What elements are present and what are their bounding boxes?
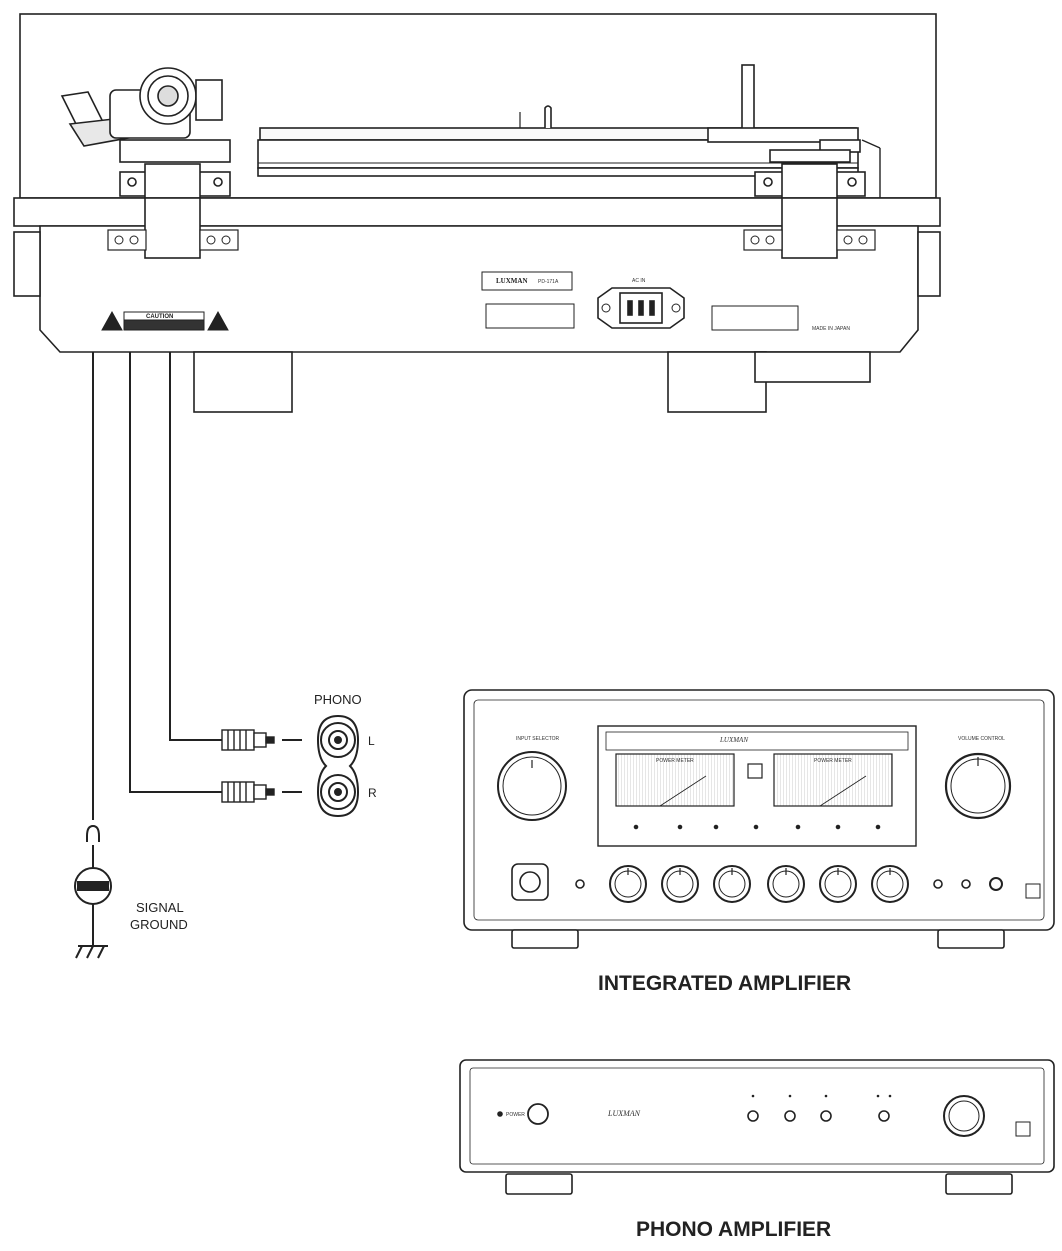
tonearm: [60, 67, 231, 163]
ac-inlet: [597, 287, 685, 329]
phono-title: PHONO: [314, 692, 362, 707]
power-meter-label-left: POWER METER: [656, 758, 694, 764]
right-cable: [129, 352, 222, 793]
turntable-brand: LUXMAN: [496, 277, 528, 285]
phono-power-button: [527, 1103, 549, 1125]
integrated-title: INTEGRATED AMPLIFIER: [598, 972, 851, 995]
turntable-model: PD-171A: [538, 279, 559, 285]
cables: [92, 352, 222, 820]
rca-plug-right: [221, 781, 302, 803]
input-selector-label: INPUT SELECTOR: [516, 736, 560, 742]
power-meter-left: [615, 753, 735, 807]
integrated-amplifier: [463, 689, 1055, 949]
made-in-label: MADE IN JAPAN: [812, 326, 850, 332]
signal-ground-line2: GROUND: [130, 917, 188, 932]
phono-amp-title: PHONO AMPLIFIER: [636, 1218, 831, 1241]
rating-plate: [481, 271, 573, 291]
phono-amplifier: [459, 1059, 1055, 1195]
platter: [257, 105, 859, 177]
ac-in-label: AC IN: [632, 278, 646, 284]
tone-knobs: [609, 865, 909, 903]
phono-l-label: L: [368, 734, 375, 748]
rca-plug-left: [221, 729, 302, 751]
phono-power-label: POWER: [506, 1112, 525, 1118]
phono-amp-brand: LUXMAN: [607, 1109, 641, 1118]
left-cable: [169, 352, 222, 741]
phono-r-label: R: [368, 786, 377, 800]
foot-right: [667, 351, 767, 413]
ground-terminal: [74, 824, 112, 959]
turntable: [13, 13, 941, 413]
caution-label: [101, 310, 229, 331]
integrated-power-button: [989, 877, 1003, 891]
foot-left: [193, 351, 293, 413]
volume-control-label: VOLUME CONTROL: [958, 736, 1005, 742]
phono-jacks: [316, 714, 360, 818]
arm-rest: [707, 127, 881, 200]
power-meter-label-right: POWER METER: [814, 758, 852, 764]
signal-ground-line1: SIGNAL: [136, 900, 184, 915]
integrated-brand: LUXMAN: [719, 736, 748, 744]
caution-text: CAUTION: [146, 314, 173, 320]
plinth-body: [39, 225, 919, 353]
